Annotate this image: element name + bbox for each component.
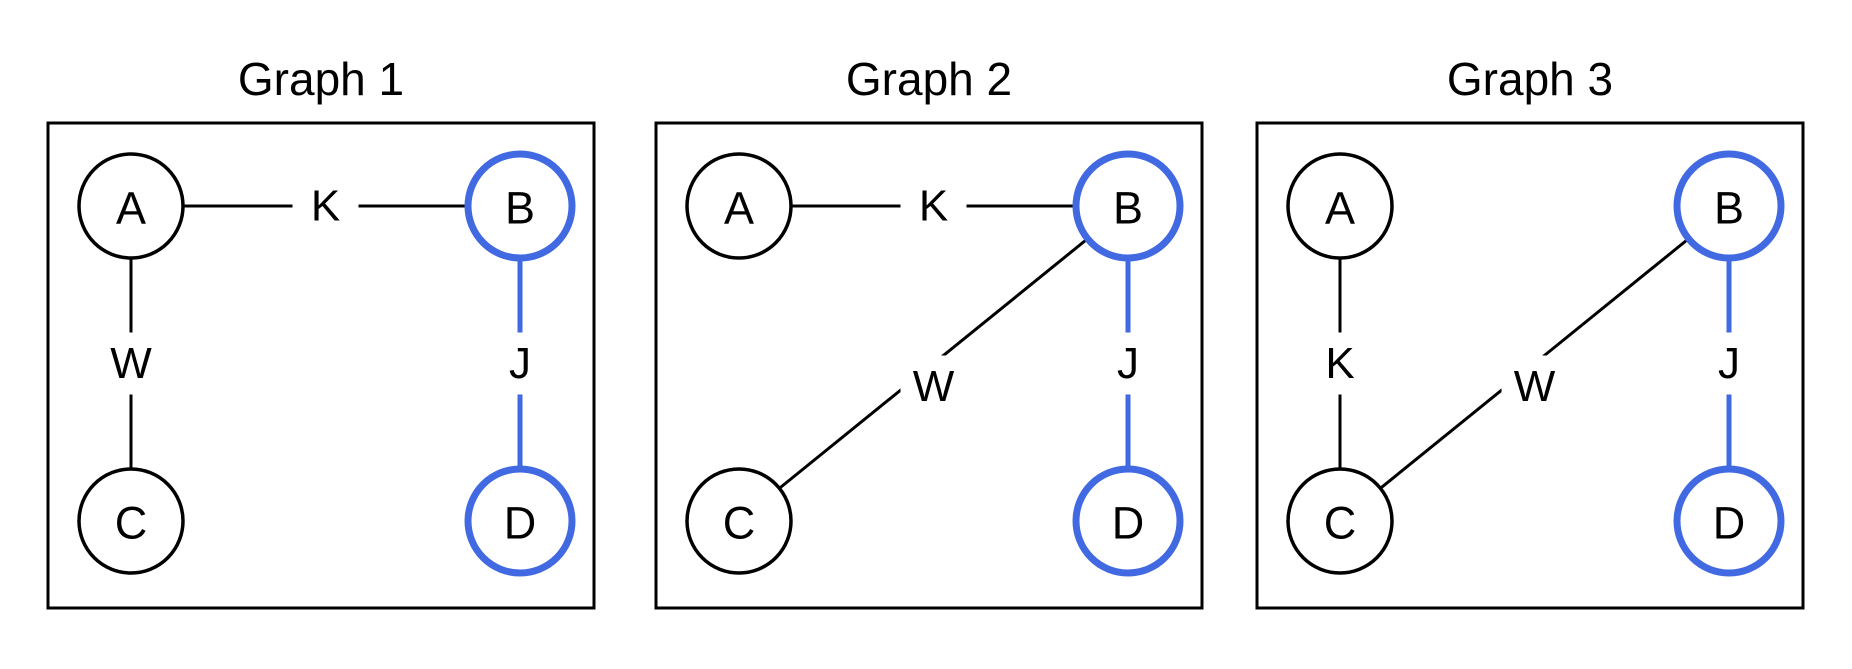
edge-label-C-B: W (913, 362, 955, 411)
edge-label-gap (98, 332, 164, 395)
node-B-highlighted (1673, 150, 1785, 262)
node-label-D: D (504, 498, 537, 549)
node-D-highlighted (1673, 465, 1785, 577)
graph-border-box (46, 121, 596, 610)
node-label-B: B (1714, 183, 1744, 234)
node-label-B: B (1113, 183, 1143, 234)
node-B-highlighted (464, 150, 576, 262)
graph-border-box (1255, 121, 1805, 610)
node-C (77, 467, 185, 575)
graph-panel-1: Graph 1 K W J A B C D (46, 53, 596, 610)
node-label-A: A (1325, 183, 1355, 234)
node-A (1286, 152, 1394, 260)
node-label-A: A (116, 183, 146, 234)
node-A (685, 152, 793, 260)
node-label-C: C (723, 498, 756, 549)
edge-label-gap (1095, 332, 1161, 395)
node-label-A: A (724, 183, 754, 234)
graph-title: Graph 1 (238, 53, 404, 105)
edge-label-A-C: W (110, 339, 152, 388)
edge-label-B-D: J (1718, 339, 1740, 388)
node-B-highlighted (1072, 150, 1184, 262)
graph-border-box (654, 121, 1204, 610)
edge-label-gap (1501, 355, 1568, 418)
edge-label-A-B: K (919, 182, 948, 231)
node-D-highlighted (1072, 465, 1184, 577)
edge-label-gap (1307, 332, 1373, 395)
graph-title: Graph 3 (1447, 53, 1613, 105)
edge-label-gap (487, 332, 553, 395)
graph-panel-3: Graph 3 K W J A B C D (1255, 53, 1805, 610)
node-D-highlighted (464, 465, 576, 577)
edge-label-gap (900, 175, 967, 237)
edge-label-B-D: J (1117, 339, 1139, 388)
edge-label-C-B: W (1514, 362, 1556, 411)
node-label-D: D (1713, 498, 1746, 549)
node-A (77, 152, 185, 260)
graph-title: Graph 2 (846, 53, 1012, 105)
edge-label-gap (292, 175, 359, 237)
edge-label-gap (900, 355, 967, 418)
node-C (1286, 467, 1394, 575)
edge-label-B-D: J (509, 339, 531, 388)
node-label-C: C (115, 498, 148, 549)
edge-label-A-C: K (1325, 339, 1354, 388)
graph-panel-2: Graph 2 K W J A B C D (654, 53, 1204, 610)
node-C (685, 467, 793, 575)
node-label-B: B (505, 183, 535, 234)
node-label-C: C (1324, 498, 1357, 549)
edge-label-gap (1696, 332, 1762, 395)
edge-label-A-B: K (311, 182, 340, 231)
node-label-D: D (1112, 498, 1145, 549)
